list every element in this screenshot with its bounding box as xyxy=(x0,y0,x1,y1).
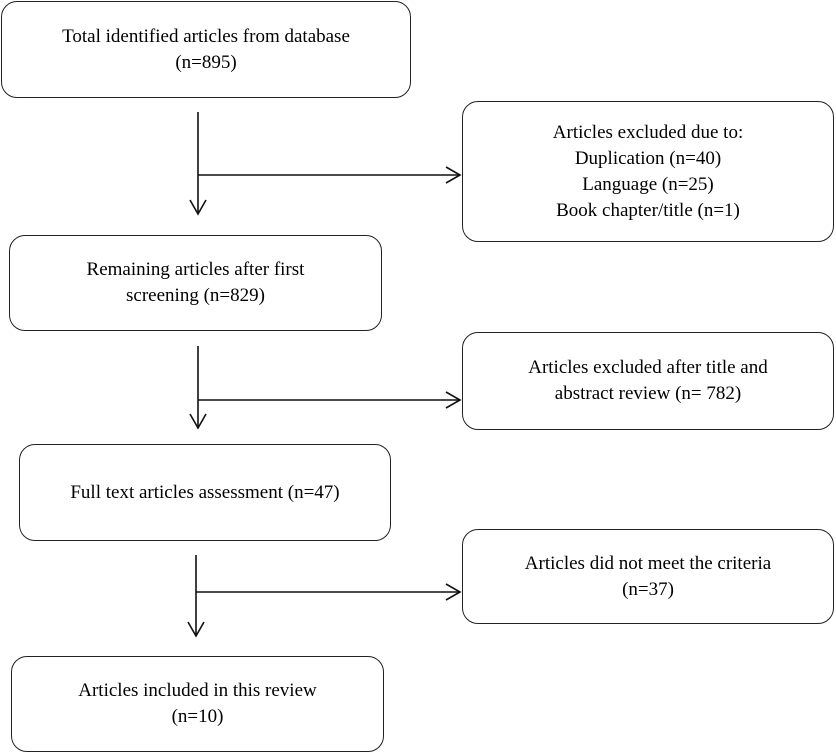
total-identified-count: (n=895) xyxy=(175,51,237,73)
not-meet-criteria-label: Articles did not meet the criteria xyxy=(524,552,772,574)
excluded-title-abstract-label: Articles excluded after title and xyxy=(528,357,768,378)
full-text-assessment-label: Full text articles assessment (n=47) xyxy=(70,481,340,503)
included-label: Articles included in this review xyxy=(78,680,317,701)
branch-arrowhead-3 xyxy=(445,583,462,601)
flow-arrowhead-1 xyxy=(189,199,207,216)
excluded-first-box: Articles excluded due to: Duplication (n… xyxy=(462,101,834,242)
excluded-first-heading: Articles excluded due to: xyxy=(552,121,744,143)
flow-arrowhead-2 xyxy=(189,413,207,430)
included-count: (n=10) xyxy=(171,706,224,727)
branch-arrowhead-2 xyxy=(445,391,462,409)
remaining-after-first-count: screening (n=829) xyxy=(126,285,265,306)
remaining-after-first-label: Remaining articles after first xyxy=(86,259,305,280)
excluded-title-abstract-count: abstract review (n= 782) xyxy=(554,383,742,404)
flow-arrowhead-3 xyxy=(187,621,205,638)
included-box: Articles included in this review (n=10) xyxy=(11,656,384,752)
not-meet-criteria-box: Articles did not meet the criteria (n=37… xyxy=(462,529,834,624)
total-identified-label: Total identified articles from database xyxy=(62,25,350,47)
remaining-after-first-box: Remaining articles after first screening… xyxy=(9,235,382,331)
not-meet-criteria-count: (n=37) xyxy=(622,578,674,600)
branch-arrowhead-1 xyxy=(445,166,462,184)
excluded-book-chapter: Book chapter/title (n=1) xyxy=(556,199,740,221)
total-identified-box: Total identified articles from database … xyxy=(1,1,411,98)
excluded-title-abstract-box: Articles excluded after title and abstra… xyxy=(462,332,834,430)
excluded-duplication: Duplication (n=40) xyxy=(574,147,722,169)
full-text-assessment-box: Full text articles assessment (n=47) xyxy=(19,444,391,541)
excluded-language: Language (n=25) xyxy=(582,173,714,195)
